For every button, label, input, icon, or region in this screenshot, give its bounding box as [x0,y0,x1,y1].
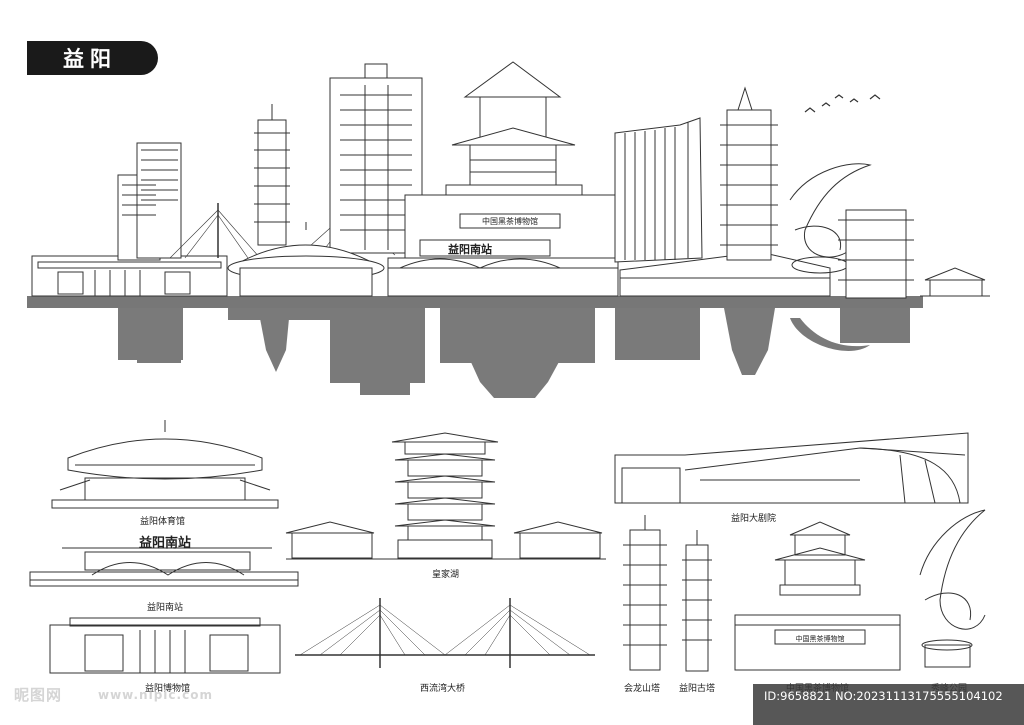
city-title: 益阳 [63,46,117,71]
skyline-pagoda-right [720,86,778,261]
watermark-id: ID:9658821 NO:20231113175555104102 [764,689,1003,703]
city-title-tag: 益阳 [27,41,158,75]
birds-icon [804,94,881,113]
skyline-museum-sign: 中国黑茶博物馆 [482,216,538,226]
skyline: 中国黑茶博物馆 益阳南站 [27,61,990,398]
ground-band [27,296,923,308]
vignette-huangjia-lake [285,432,606,560]
vignette-yiyang-tower [682,530,712,672]
vignette-xiliuwan-bridge [295,598,595,668]
watermark-url: www.nipic.com [98,688,213,702]
skyline-pagoda-left [254,104,290,246]
skyline-office-towers [117,142,182,261]
vignette-museum-sign: 中国黑茶博物馆 [796,634,845,643]
vignette-xiufeng-sculpture [919,509,986,668]
watermark-id-bar [753,684,1024,725]
vignette-huilong-tower [623,515,667,671]
label-huangjia-lake: 皇家湖 [432,570,460,580]
label-stadium: 益阳体育馆 [140,517,186,527]
skyline-tiered-pavilion [838,209,914,299]
watermark-brand: 昵图网 [14,686,63,704]
label-yiyang-tower: 益阳古塔 [679,684,716,694]
vignette-south-station [29,547,299,587]
skyline-station [387,257,619,297]
label-south-station: 益阳南站 [147,603,184,613]
vignette-station-sign: 益阳南站 [139,535,191,551]
reflection [118,308,910,398]
vignette-black-tea-museum [734,521,901,671]
skyline-pavilion [404,61,616,261]
skyline-station-sign: 益阳南站 [448,242,492,256]
vignette-theatre [614,432,969,504]
skyline-stadium [227,222,385,297]
label-theatre: 益阳大剧院 [731,514,777,524]
skyline-small-pavilion [920,267,990,297]
vignette-stadium [51,420,279,509]
label-huilong-tower: 会龙山塔 [624,684,661,694]
label-xiliuwan-bridge: 西流湾大桥 [420,684,466,694]
skyline-museum-left [31,255,228,297]
label-museum: 益阳博物馆 [145,684,191,694]
vignette-museum [49,617,281,674]
skyline-glass-tower [614,117,703,263]
